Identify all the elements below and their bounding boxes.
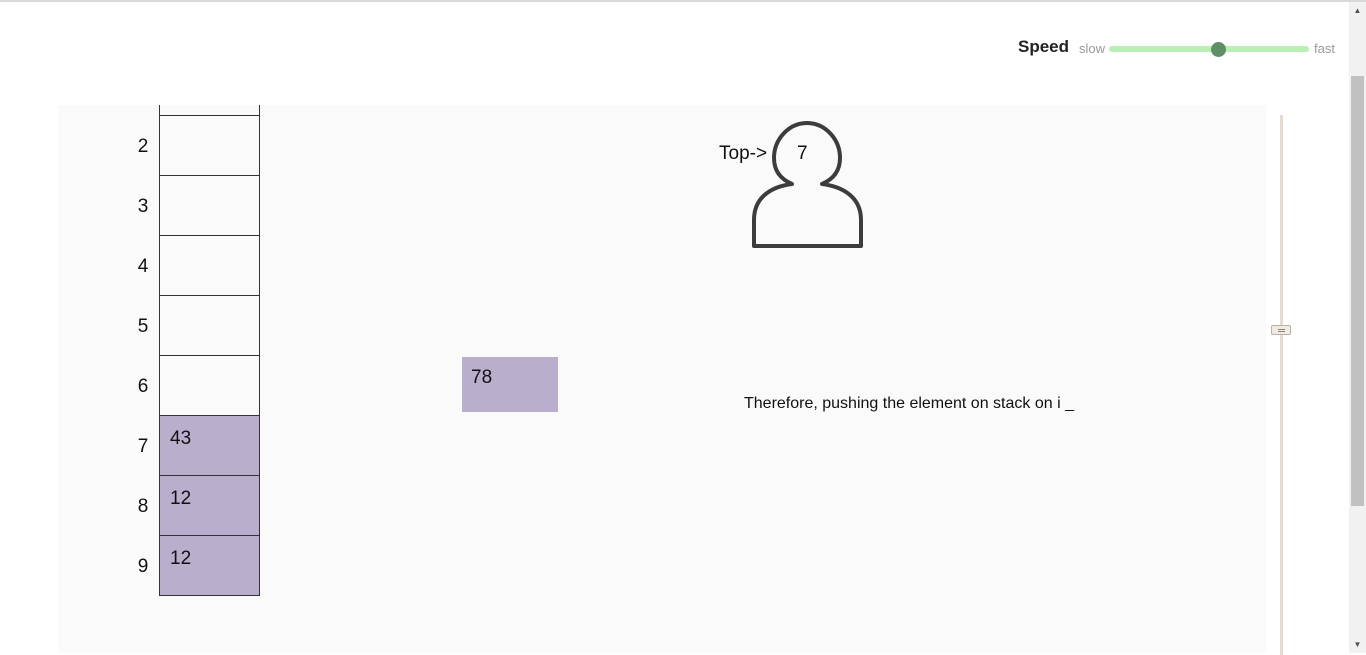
stack-cell	[159, 115, 260, 176]
top-pointer-label: Top->	[719, 143, 768, 164]
speed-slow-label: slow	[1079, 41, 1106, 56]
stack-cell-value: 12	[170, 548, 192, 569]
scrollbar-thumb[interactable]	[1351, 76, 1364, 506]
pushing-element: 78	[462, 357, 558, 412]
speed-fast-label: fast	[1314, 41, 1335, 56]
stack-index: 7	[137, 436, 149, 457]
stack-panel: 2 3 4 5 6 7 43 8 12 9 12 78	[58, 105, 660, 653]
stack-index: 8	[137, 496, 149, 517]
pushing-element-value: 78	[471, 367, 493, 388]
speed-label: Speed	[1018, 37, 1070, 56]
stack-index: 6	[137, 376, 149, 397]
stack-cell	[159, 355, 260, 416]
stack-cell-value: 12	[170, 488, 192, 509]
vertical-slider[interactable]	[1280, 115, 1283, 655]
stack-edge	[159, 105, 160, 115]
stack-cell	[159, 295, 260, 356]
stack-cell: 12	[159, 475, 260, 536]
up-arrow-icon[interactable]: ▲	[1353, 6, 1362, 15]
stack-cell: 43	[159, 415, 260, 476]
stack-cell-value: 43	[170, 428, 192, 449]
stack-index: 3	[137, 196, 149, 217]
top-divider	[0, 0, 1366, 2]
vertical-slider-handle[interactable]	[1271, 325, 1291, 335]
page-scrollbar[interactable]: ▲ ▼	[1349, 2, 1366, 653]
down-arrow-icon[interactable]: ▼	[1353, 640, 1362, 649]
stack-index: 4	[137, 256, 149, 277]
stack-cell: 12	[159, 535, 260, 596]
stack-edge	[259, 105, 260, 115]
stack-index: 5	[137, 316, 149, 337]
stack-index: 9	[137, 556, 149, 577]
explanation-message: Therefore, pushing the element on stack …	[744, 395, 1074, 412]
stack-cell	[159, 175, 260, 236]
speed-slider[interactable]	[1109, 46, 1309, 52]
top-value: 7	[797, 143, 808, 164]
explanation-panel: Top-> 7 Therefore, pushing the element o…	[660, 105, 1266, 653]
stack-index: 2	[137, 136, 149, 157]
person-icon	[752, 121, 863, 248]
speed-slider-thumb[interactable]	[1211, 42, 1226, 57]
stack-cell	[159, 235, 260, 296]
